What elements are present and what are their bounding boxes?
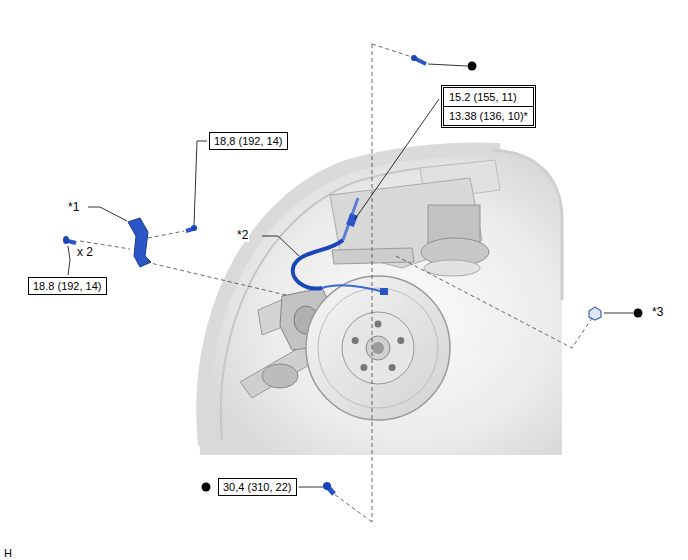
brake-disc <box>389 364 396 371</box>
bolts <box>191 225 197 231</box>
suspension <box>332 248 414 264</box>
suspension <box>424 260 480 276</box>
brake-hose <box>293 198 388 295</box>
leader-line <box>68 246 70 275</box>
dashed-guide-lines <box>372 44 412 57</box>
brake-hose <box>380 288 388 295</box>
callout-number: *3 <box>651 305 664 319</box>
dashed-guide-lines <box>148 231 184 238</box>
bolts <box>323 482 331 490</box>
bolts <box>63 55 601 494</box>
quantity-note: x 2 <box>76 245 94 259</box>
replace-part-dots <box>202 483 211 492</box>
wheel-well <box>492 150 562 300</box>
brake-hose <box>346 213 358 227</box>
brake-disc <box>360 364 367 371</box>
brake-disc <box>397 337 404 344</box>
bolts <box>63 236 69 244</box>
suspension <box>240 178 489 398</box>
brake-hose <box>322 285 384 292</box>
figure-code: H <box>3 546 13 560</box>
torque-value: 13.38 (136, 10)* <box>444 106 533 125</box>
wheel-well <box>200 150 562 455</box>
bolts <box>411 55 417 61</box>
brake-hose <box>343 198 358 240</box>
leader-line <box>355 99 439 219</box>
dashed-guide-lines <box>396 256 592 348</box>
bolts <box>589 307 601 320</box>
leader-lines <box>428 64 467 66</box>
dashed-guide-lines <box>146 262 290 296</box>
brake-disc <box>306 276 450 420</box>
brake-disc <box>372 342 384 354</box>
torque-spec-box: 18.8 (192, 14) <box>28 277 107 295</box>
leader-lines <box>88 64 633 313</box>
callout-number: *2 <box>236 228 249 242</box>
torque-value: 18.8 (192, 14) <box>33 279 102 293</box>
brake-disc <box>352 337 359 344</box>
wheel-well <box>221 165 492 440</box>
torque-spec-box: 15.2 (155, 11)13.38 (136, 10)* <box>441 85 536 128</box>
wheel-well <box>203 149 500 445</box>
callout-number: *1 <box>67 200 80 214</box>
torque-spec-box: 18,8 (192, 14) <box>209 132 288 150</box>
replace-part-dots <box>634 309 643 318</box>
brake-disc <box>318 288 438 408</box>
torque-spec-box: 30,4 (310, 22) <box>218 478 297 496</box>
dashed-guide-lines <box>372 44 373 522</box>
hose-bracket <box>128 218 151 267</box>
replace-part-dots <box>468 62 477 71</box>
leader-lines <box>88 207 127 221</box>
replace-part-dots <box>202 62 643 492</box>
torque-value: 18,8 (192, 14) <box>214 134 283 148</box>
leader-lines <box>262 236 299 256</box>
dashed-guide-lines <box>334 494 372 522</box>
wheel-well <box>200 149 562 455</box>
leader-line <box>194 141 207 225</box>
dashed-guide-lines <box>80 44 592 522</box>
leader-line <box>299 487 324 488</box>
brake-disc <box>366 336 390 360</box>
torque-value: 15.2 (155, 11) <box>444 88 533 106</box>
hose-bracket <box>128 218 151 267</box>
brake-disc <box>375 321 382 328</box>
brake-hose <box>293 240 343 288</box>
brake-disc <box>306 276 450 420</box>
suspension <box>262 364 298 388</box>
leader-lines <box>604 313 633 314</box>
brake-disc <box>342 312 414 384</box>
torque-value: 30,4 (310, 22) <box>223 480 292 494</box>
